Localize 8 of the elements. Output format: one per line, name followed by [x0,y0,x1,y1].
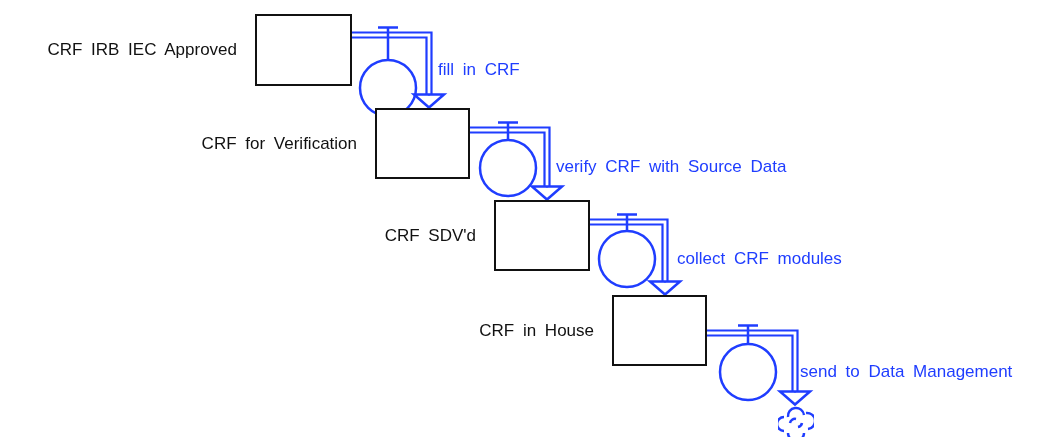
stock-label: CRF IRB IEC Approved [47,40,237,60]
stock-label: CRF for Verification [201,133,357,154]
flow-label: send to Data Management [800,362,1013,382]
flow-label: fill in CRF [438,60,520,80]
flow-label: collect CRF modules [677,249,842,269]
stock-label: CRF in House [479,320,594,341]
flow-label: verify CRF with Source Data [556,157,787,177]
stock-label: CRF SDV'd [384,225,476,246]
